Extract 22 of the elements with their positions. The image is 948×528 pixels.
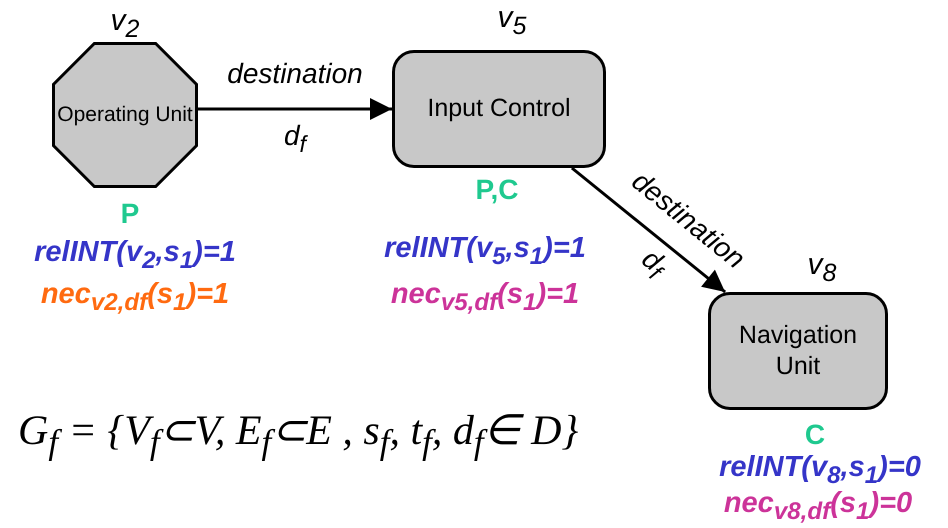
octagon-node [52,42,198,188]
process-box [392,50,606,168]
role-label: P,C [475,176,519,204]
set-formula: G$_{f}$ = {V$_{f}$⊂V, E$_{f}$⊂E , s$_{f}$, t$_{f}$, d$_{f}$∈ D} [18,407,578,462]
formula-label: nec$_{v5,df}$(s$_{1}$)=1 [390,280,580,315]
role-label: C [804,421,826,449]
formula-label: nec$_{v8,df}$(s$_{1}$)=0 [724,489,912,524]
formula-label: relINT(v$_{8}$,s$_{1}$)=0 [719,453,921,488]
node-label: Operating Unit [56,102,194,128]
formula-label: relINT(v$_{2}$,s$_{1}$)=1 [34,238,236,273]
formula-label: nec$_{v2,df}$(s$_{1}$)=1 [40,280,230,315]
arrow [570,166,726,294]
arrow [198,98,392,120]
vertex-label: v$_{5}$ [498,3,526,39]
vertex-label: v$_{2}$ [110,6,140,42]
edge-label: destination d$_{f}$ [226,57,364,159]
vertex-label: v$_{8}$ [808,250,836,286]
role-label: P [120,200,140,228]
process-box [708,292,888,410]
node-label: Input Control [426,93,572,124]
formula-label: relINT(v$_{5}$,s$_{1}$)=1 [384,234,586,269]
node-label: Navigation Unit [738,320,858,382]
